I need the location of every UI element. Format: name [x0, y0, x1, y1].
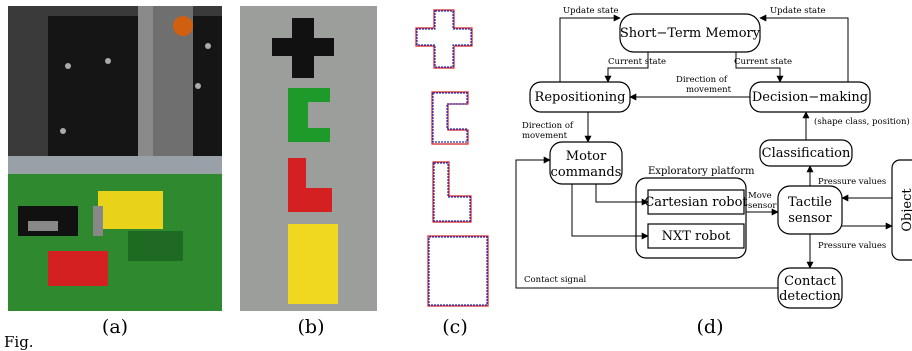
caption-c: (c): [442, 316, 468, 338]
cartesian-box: [647, 189, 745, 215]
photo-b-illustration: [240, 6, 377, 311]
motor-label-2: commands: [551, 165, 622, 180]
current-state-left: Current state: [608, 57, 666, 67]
arrow-motor-cartesian: [595, 184, 649, 206]
current-state-right: Current state: [734, 57, 792, 67]
direction-top-1: Direction of: [676, 75, 728, 85]
arrow-decision-stm: [759, 14, 849, 82]
update-state-left: Update state: [563, 6, 619, 16]
object-box: [891, 159, 912, 261]
contact-label-2: detection: [779, 289, 841, 304]
direction-top-2: movement: [686, 85, 732, 95]
tactile-label-1: Tactile: [788, 195, 832, 210]
repositioning-label: Repositioning: [535, 90, 626, 105]
contours-c-illustration: [415, 9, 489, 307]
contact-label-1: Contact: [784, 274, 836, 289]
tactile-label-2: sensor: [788, 211, 832, 226]
motor-label-1: Motor: [566, 149, 607, 164]
arrow-contact-motor: [515, 156, 778, 289]
classification-label: Classification: [762, 146, 851, 161]
block-diagram-svg: Short−Term Memory Repositioning Decision…: [515, 6, 912, 309]
platform-title: Exploratory platform: [648, 166, 755, 177]
caption-d: (d): [696, 316, 724, 338]
caption-a: (a): [101, 316, 129, 338]
move-sensor-2: sensor: [748, 201, 777, 211]
photo-a-robot-setup: [8, 6, 222, 311]
cartesian-label: Cartesian robot: [644, 195, 748, 210]
tactile-box: [777, 185, 843, 235]
arrow-stm-repos: [604, 52, 649, 83]
contours-c: [405, 6, 505, 311]
caption-b: (b): [297, 316, 325, 338]
photo-a-illustration: [8, 6, 222, 311]
move-sensor-1: Move: [748, 191, 772, 201]
shape-class-position: (shape class, position): [814, 116, 910, 127]
nxt-box: [647, 223, 745, 249]
object-label: Object: [900, 188, 912, 232]
pressure-bottom: Pressure values: [818, 241, 886, 251]
stm-box: [619, 13, 761, 53]
arrow-repos-stm: [559, 14, 621, 82]
photo-b-blocks: [240, 6, 377, 311]
contact-signal: Contact signal: [524, 275, 587, 285]
nxt-label: NXT robot: [662, 229, 732, 244]
direction-left-1: Direction of: [522, 121, 574, 131]
figure-label: Fig.: [4, 333, 34, 351]
direction-left-2: movement: [522, 131, 568, 141]
block-diagram-d: Short−Term Memory Repositioning Decision…: [508, 0, 912, 315]
arrow-stm-decision: [735, 52, 784, 83]
update-state-right: Update state: [770, 6, 826, 16]
arrow-motor-nxt: [571, 184, 649, 240]
stm-label: Short−Term Memory: [620, 26, 761, 41]
pressure-top: Pressure values: [818, 177, 886, 187]
decision-label: Decision−making: [752, 90, 868, 105]
